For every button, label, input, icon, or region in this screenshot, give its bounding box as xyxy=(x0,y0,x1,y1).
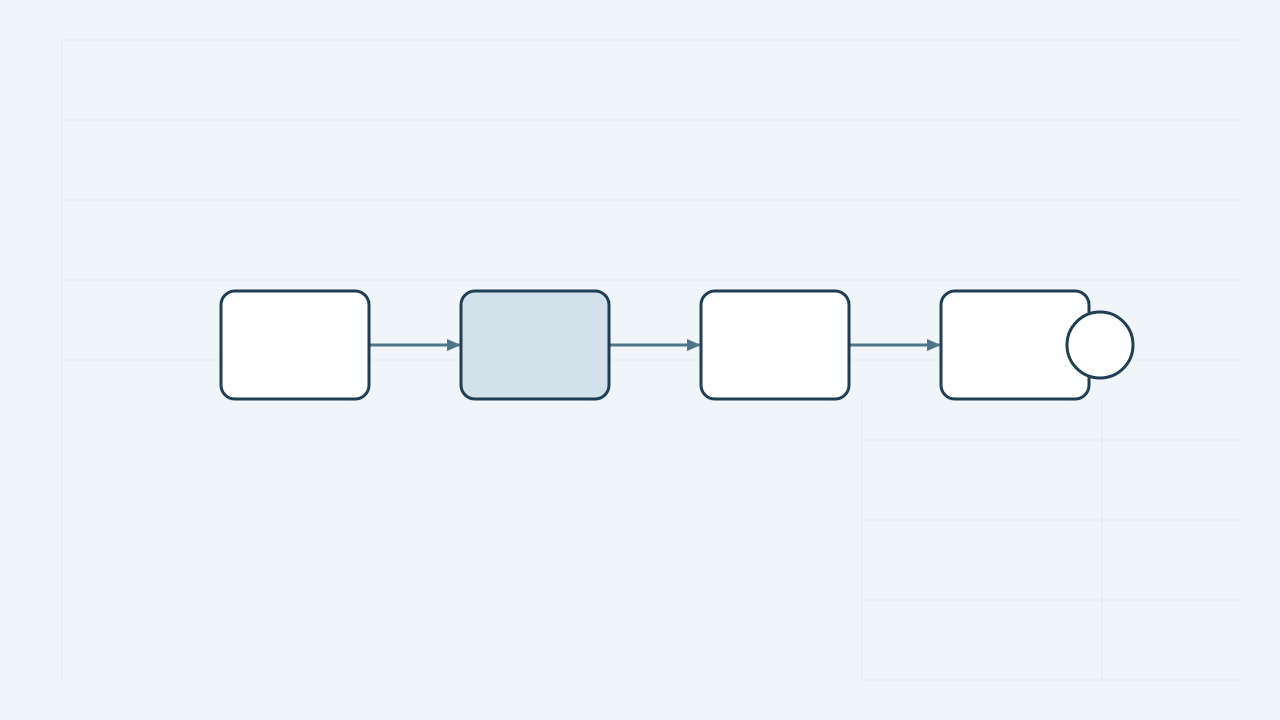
step-box[interactable] xyxy=(219,289,371,401)
process-step-1[interactable] xyxy=(219,289,371,401)
step-box[interactable] xyxy=(699,289,851,401)
step-box[interactable] xyxy=(459,289,611,401)
process-step-2-highlighted[interactable] xyxy=(459,289,611,401)
process-step-3[interactable] xyxy=(699,289,851,401)
process-step-4[interactable] xyxy=(939,289,1135,401)
end-event-circle[interactable] xyxy=(1065,310,1135,380)
